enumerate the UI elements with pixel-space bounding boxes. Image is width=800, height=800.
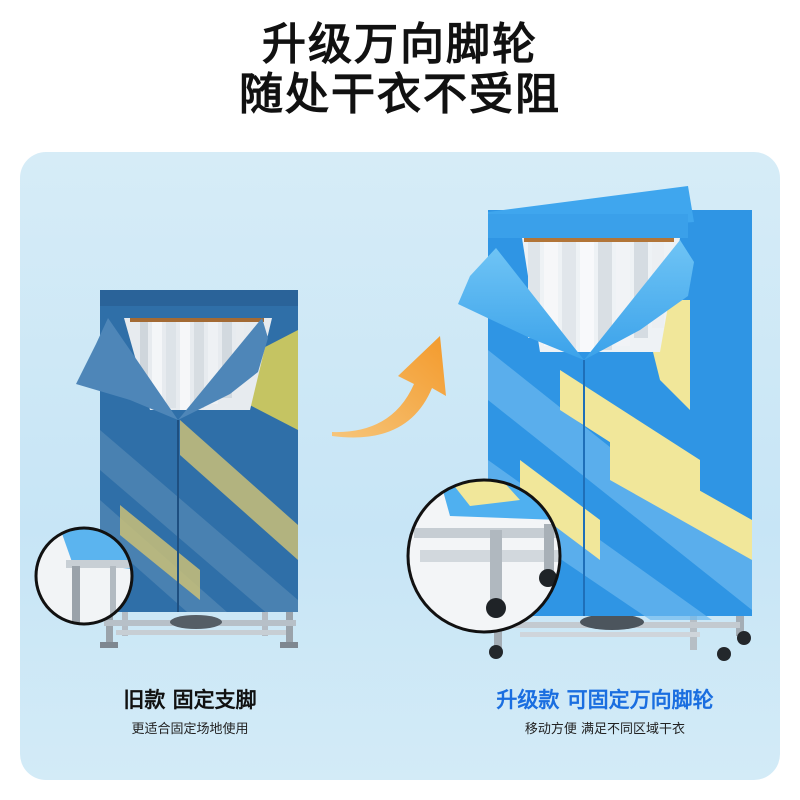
- new-model-caption: 升级款 可固定万向脚轮 移动方便 满足不同区域干衣: [450, 686, 760, 740]
- headline-line-1: 升级万向脚轮: [262, 19, 538, 70]
- headline: 升级万向脚轮 随处干衣不受阻: [0, 20, 800, 120]
- old-feet-zoom-circle: [34, 526, 134, 626]
- new-model-title: 升级款 可固定万向脚轮: [496, 688, 714, 712]
- upgrade-arrow-icon: [332, 336, 446, 438]
- old-model-caption: 旧款 固定支脚 更适合固定场地使用: [90, 686, 290, 740]
- old-model-title: 旧款 固定支脚: [123, 688, 257, 712]
- headline-line-2: 随处干衣不受阻: [239, 69, 561, 120]
- old-model-subtitle: 更适合固定场地使用: [131, 722, 249, 737]
- new-model-subtitle: 移动方便 满足不同区域干衣: [524, 722, 686, 737]
- old-model-wardrobe: [76, 290, 298, 648]
- caster-zoom-circle: [406, 478, 562, 634]
- fixed-feet-frame: [100, 602, 298, 648]
